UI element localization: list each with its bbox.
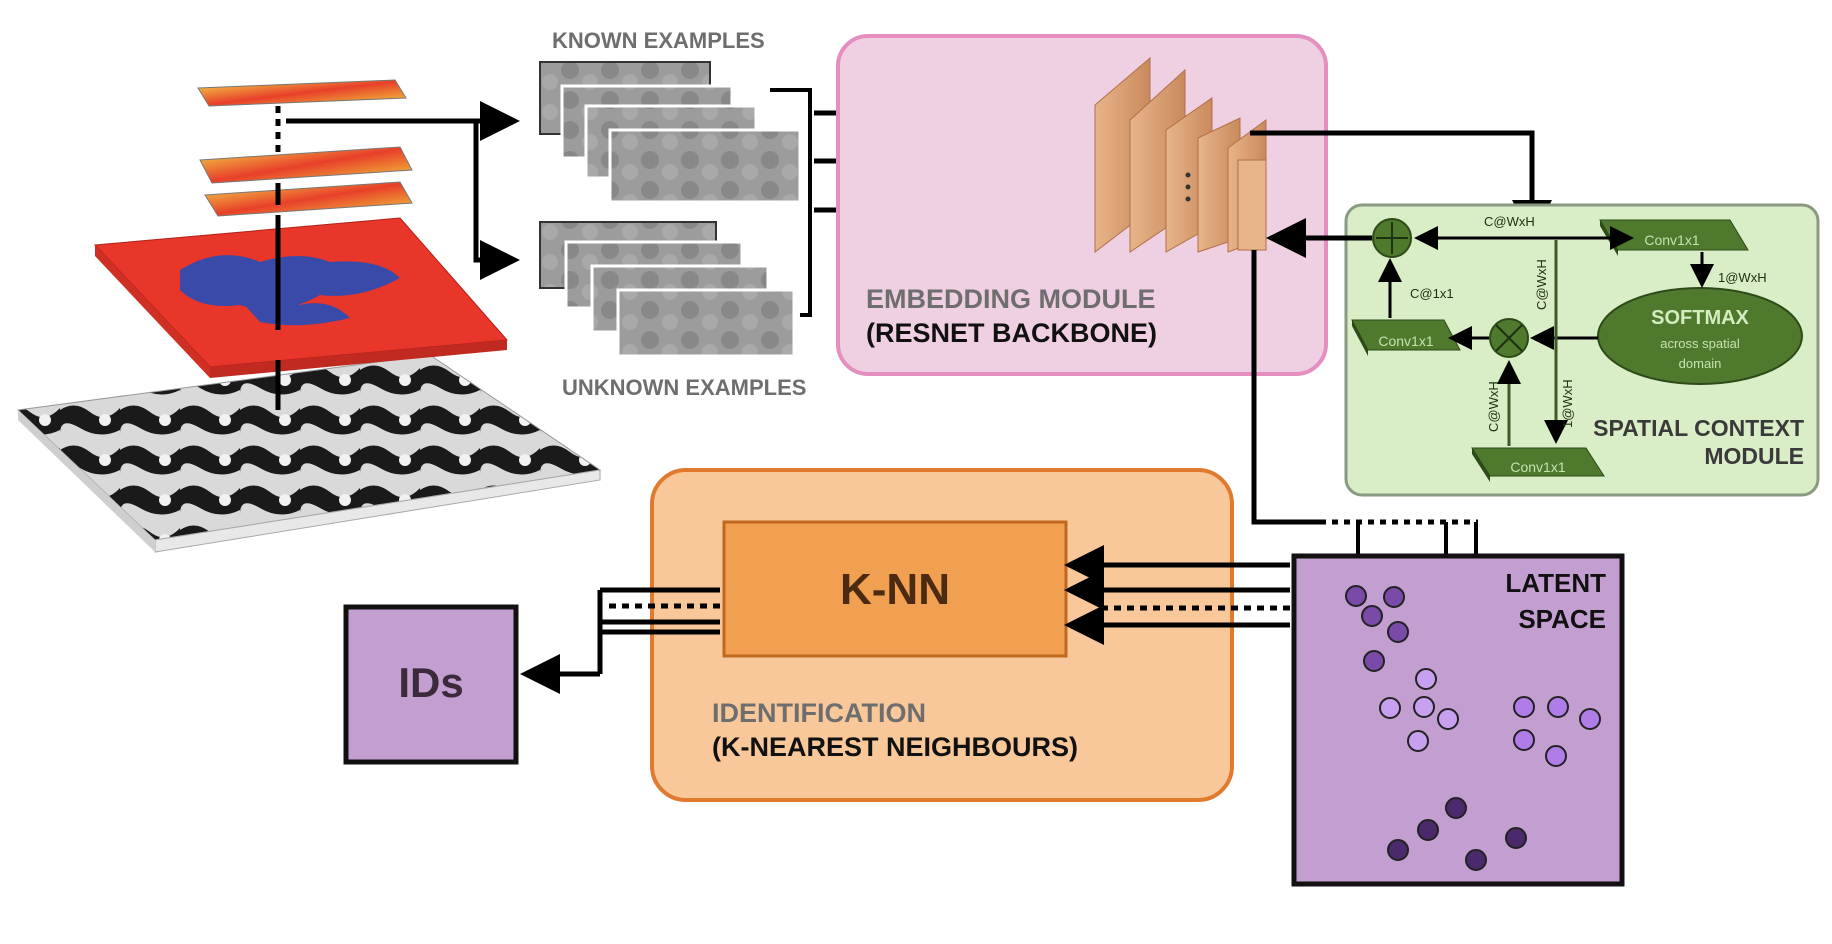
embedding-module-subtitle: (RESNET BACKBONE): [866, 318, 1157, 348]
softmax-label: SOFTMAX: [1651, 307, 1749, 329]
identification-subtitle: (K-NEAREST NEIGHBOURS): [712, 732, 1078, 762]
latent-point: [1407, 730, 1429, 752]
knn-box: [722, 520, 1068, 658]
softmax-sub-1: across spatial: [1660, 336, 1740, 351]
latent-points: [1345, 585, 1601, 871]
spatial-module-title-2: MODULE: [1704, 443, 1804, 469]
latent-to-knn-arrows: [1064, 545, 1290, 645]
spatial-module-title-1: SPATIAL CONTEXT: [1593, 415, 1804, 441]
ids-box: IDs: [343, 604, 519, 765]
depth-image-stack: [16, 79, 602, 553]
rgb-image-layer: [16, 354, 602, 541]
conv1x1-left: Conv1x1: [1351, 319, 1461, 356]
thermal-slice-top: [197, 79, 407, 107]
latent-point: [1547, 696, 1569, 718]
resnet-backbone-blocks: [1094, 56, 1267, 254]
knn-label: K-NN: [840, 565, 950, 614]
latent-point: [1437, 708, 1459, 730]
latent-point: [1415, 668, 1437, 690]
latent-point: [1465, 849, 1487, 871]
softmax-sub-2: domain: [1679, 356, 1722, 371]
known-examples-label: KNOWN EXAMPLES: [552, 28, 765, 53]
latent-point: [1579, 708, 1601, 730]
identification-module: IDENTIFICATION (K-NEAREST NEIGHBOURS) K-…: [650, 468, 1234, 802]
latent-point: [1417, 819, 1439, 841]
latent-point: [1505, 827, 1527, 849]
latent-point: [1345, 585, 1367, 607]
thermal-slice-bottom: [204, 181, 413, 217]
conv-left-label: Conv1x1: [1378, 333, 1433, 349]
identification-title: IDENTIFICATION: [712, 698, 926, 728]
known-examples-stack: [539, 61, 802, 204]
conv-top-label: Conv1x1: [1644, 232, 1699, 248]
dim-1wxh: 1@WxH: [1718, 270, 1767, 285]
latent-point: [1545, 745, 1567, 767]
latent-point: [1387, 621, 1409, 643]
ids-label: IDs: [398, 659, 463, 706]
latent-space-label-1: LATENT: [1505, 568, 1606, 598]
latent-space-label-2: SPACE: [1518, 604, 1606, 634]
conv-bottom-label: Conv1x1: [1510, 459, 1565, 475]
dim-cwxh-top: C@WxH: [1484, 214, 1535, 229]
latent-point: [1513, 696, 1535, 718]
dim-c1x1: C@1x1: [1410, 286, 1454, 301]
dim-cwxh-left-vertical: C@WxH: [1486, 381, 1501, 432]
dim-cwxh-vertical: C@WxH: [1534, 259, 1549, 310]
conv1x1-bottom: Conv1x1: [1471, 447, 1605, 482]
stack-to-examples-arrows: [286, 101, 520, 280]
latent-point: [1513, 729, 1535, 751]
softmax-node: [1597, 287, 1803, 385]
latent-point: [1379, 697, 1401, 719]
knn-to-ids-arrows: [520, 587, 720, 694]
dim-1wxh-vertical: 1@WxH: [1560, 379, 1575, 428]
unknown-examples-label: UNKNOWN EXAMPLES: [562, 375, 806, 400]
embedding-to-spatial-arrow: [1250, 130, 1552, 240]
latent-point: [1363, 650, 1385, 672]
latent-point: [1445, 797, 1467, 819]
latent-point: [1387, 839, 1409, 861]
latent-point: [1361, 605, 1383, 627]
latent-point: [1413, 696, 1435, 718]
spatial-context-module: SPATIAL CONTEXT MODULE Conv1x1 Conv1x1 C…: [1344, 203, 1820, 497]
unknown-examples-stack: [539, 221, 796, 358]
embedding-module-title: EMBEDDING MODULE: [866, 284, 1156, 314]
thermal-slice-middle: [199, 146, 413, 184]
latent-point: [1383, 586, 1405, 608]
